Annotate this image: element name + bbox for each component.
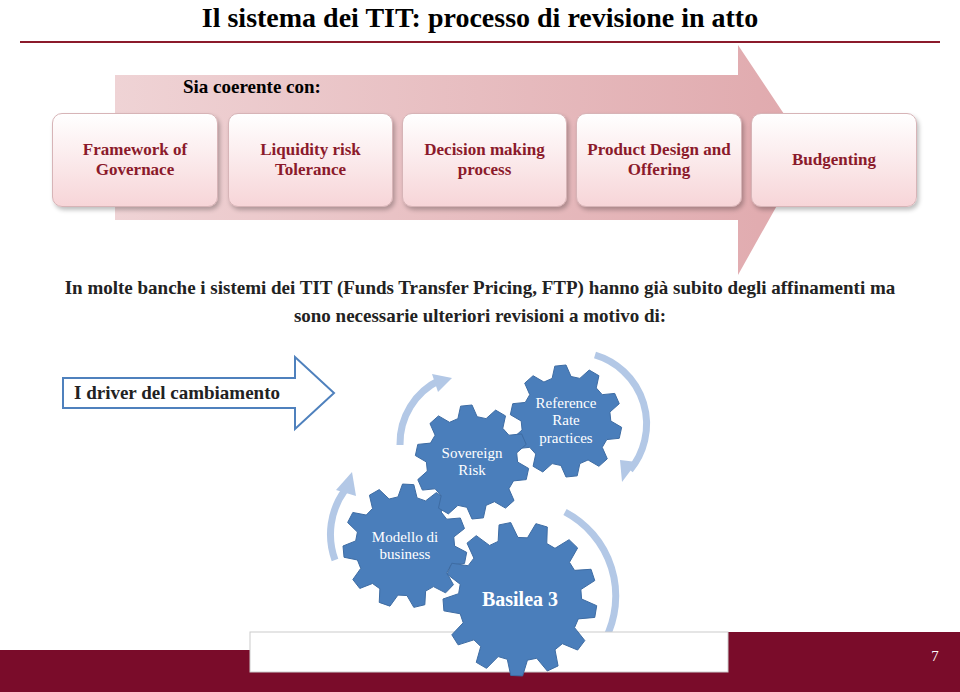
gear-node: Basilea 3 [443,522,597,676]
gear-label: Sovereign Risk [434,445,509,480]
box-label: Budgenting [792,150,876,170]
process-box: Liquidity risk Tolerance [228,113,393,207]
page-number: 7 [915,646,955,668]
box-label: Product Design and Offering [585,140,733,179]
driver-arrow: I driver del cambiamento [62,356,335,430]
process-box: Budgenting [751,113,917,207]
gear-label: Modello di business [364,529,446,564]
cycle-arrow [400,380,440,445]
process-box: Framework of Governace [52,113,218,207]
box-label: Liquidity risk Tolerance [237,140,384,179]
box-label: Decision making process [411,140,558,179]
box-label: I driver del cambiamento [74,382,280,404]
slide-title: Il sistema dei TIT: processo di revision… [0,2,960,34]
gear-label: Reference Rate practices [529,395,603,447]
gear-node: Sovereign Risk [415,405,529,519]
cycle-arrowhead [620,460,637,482]
title-rule [20,41,940,43]
gear-node: Reference Rate practices [510,365,622,477]
footer-band [0,672,960,692]
box-label: Framework of Governace [61,140,209,179]
process-box: Product Design and Offering [576,113,742,207]
process-arrow [115,45,808,275]
gear-label: Basilea 3 [482,588,558,611]
process-box: Decision making process [402,113,567,207]
cycle-arrowhead [432,374,452,392]
body-paragraph: In molte banche i sistemi dei TIT (Funds… [50,274,910,329]
intro-label: Sia coerente con: [183,73,483,101]
cycle-arrowhead [336,472,356,496]
